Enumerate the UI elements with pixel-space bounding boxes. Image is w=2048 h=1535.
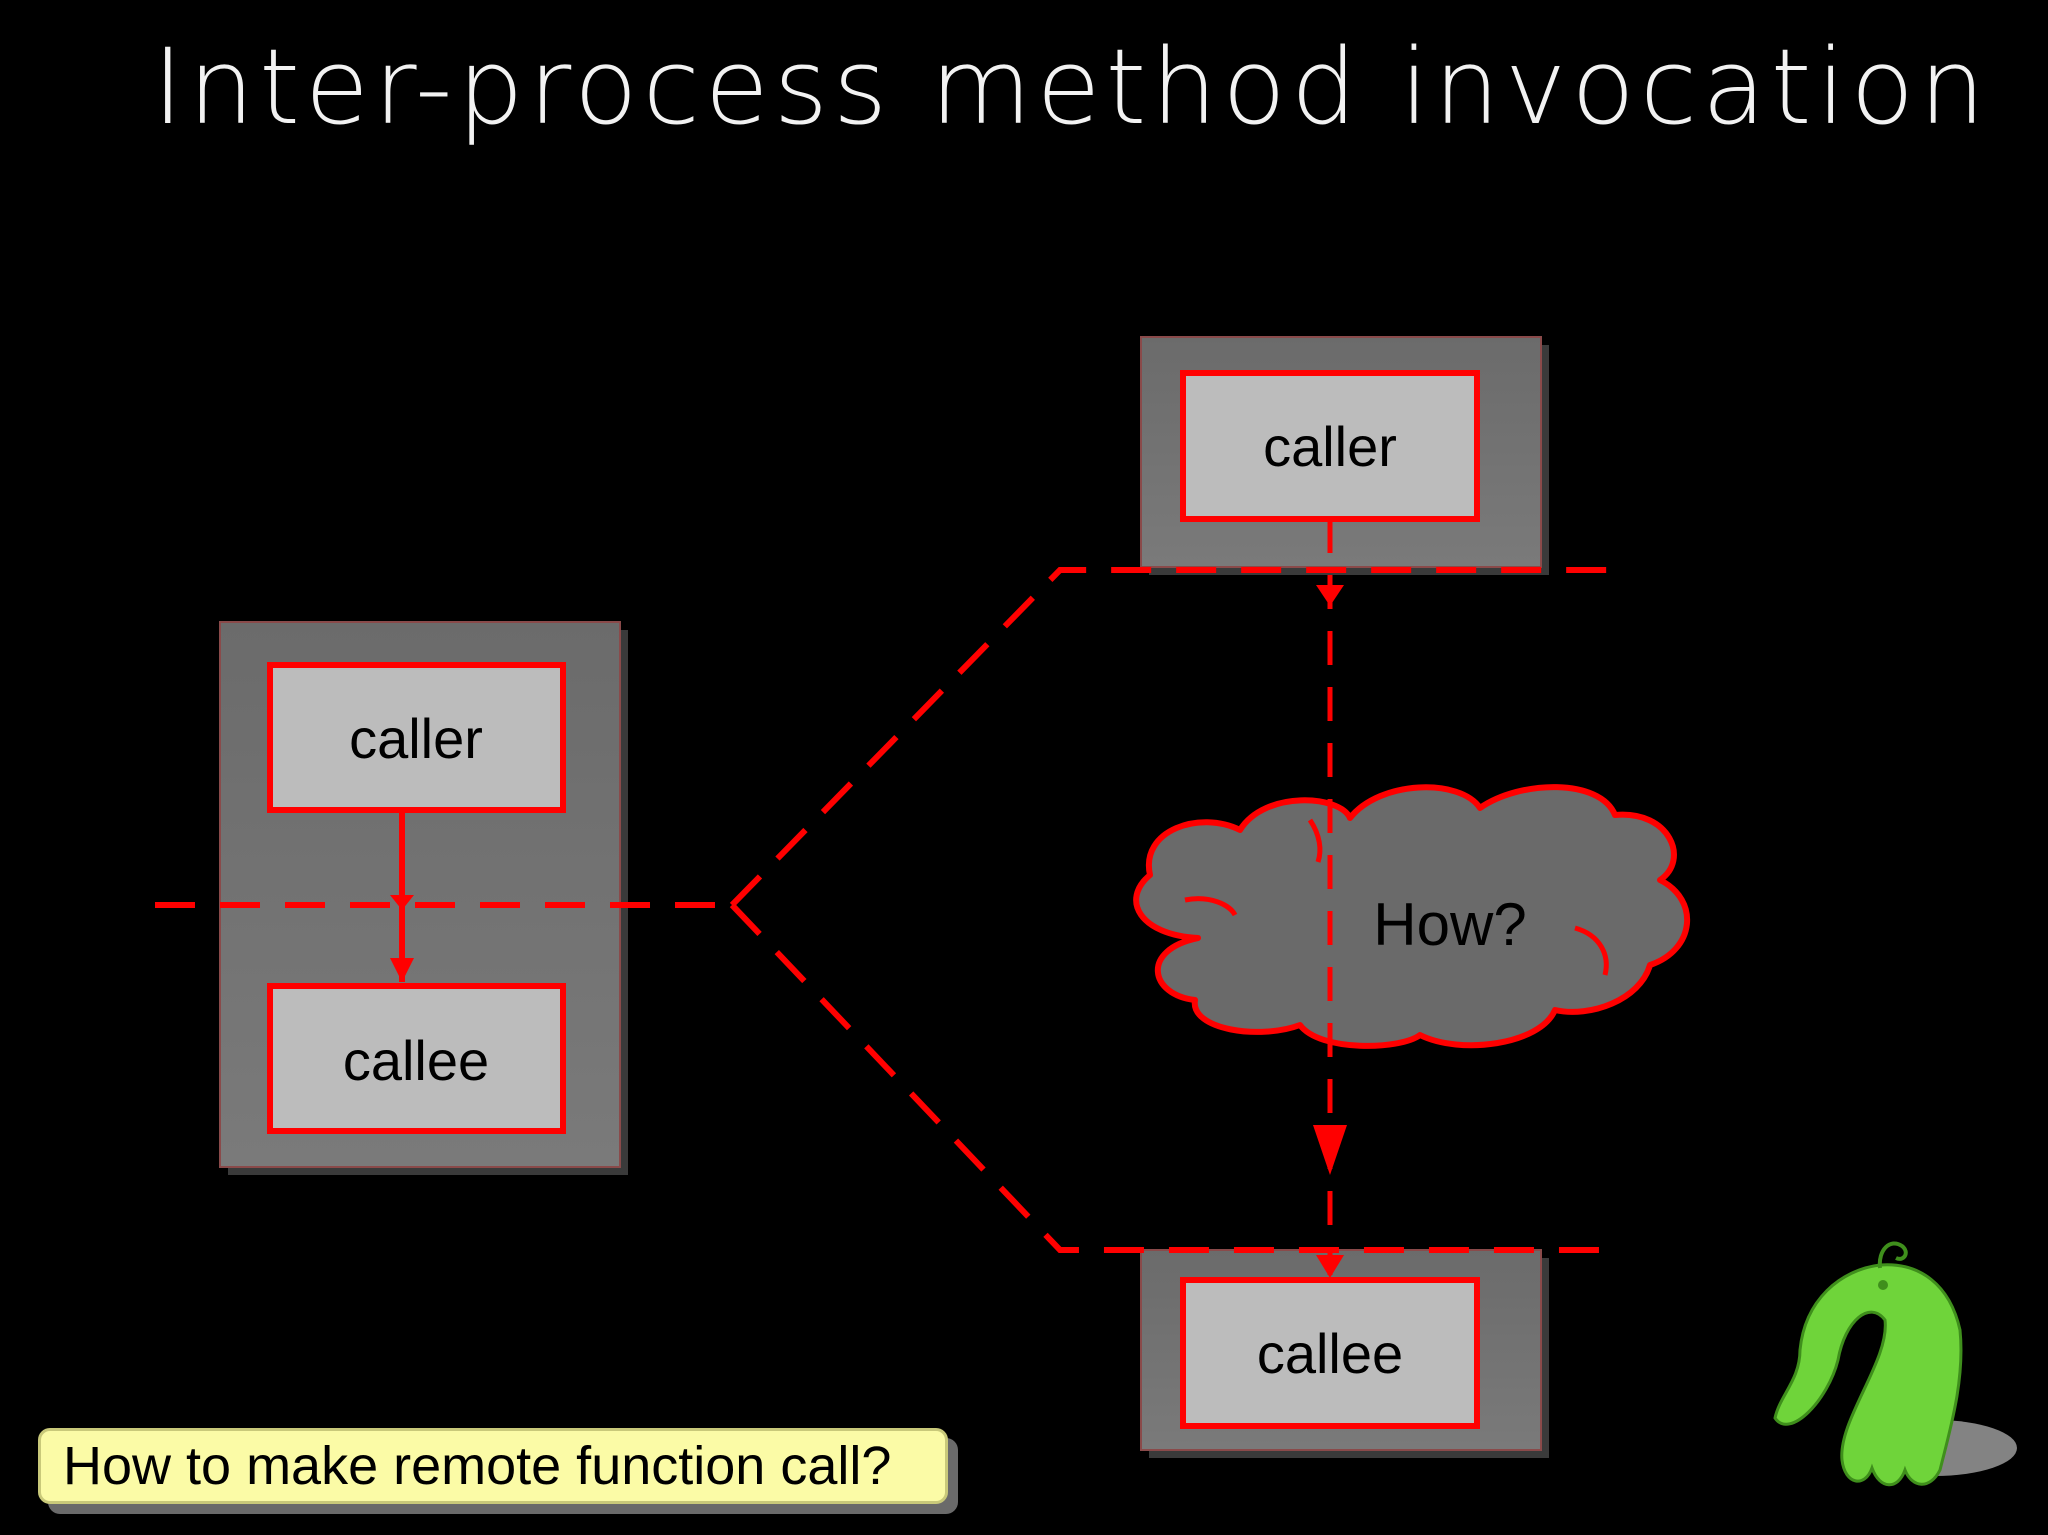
network-cloud: How? xyxy=(1133,784,1690,1049)
zoom-lower-edge xyxy=(729,902,1620,1253)
remote-arrowhead-bottom xyxy=(1316,1255,1344,1278)
slide-title: Inter-process method invocation xyxy=(152,26,1990,148)
local-callee-label: callee xyxy=(343,1029,489,1092)
zoom-upper-edge xyxy=(729,567,1620,908)
local-caller-node: caller xyxy=(267,662,566,813)
remote-call-path xyxy=(1313,519,1347,1278)
local-call-midpoint-marker xyxy=(390,895,414,910)
remote-caller-label: caller xyxy=(1263,415,1397,478)
local-process: caller callee xyxy=(219,621,628,1175)
remote-arrowhead-top xyxy=(1316,585,1344,606)
remote-caller-process: caller xyxy=(1140,336,1549,575)
question-callout: How to make remote function call? xyxy=(38,1428,948,1504)
local-callee-node: callee xyxy=(267,983,566,1134)
cloud-label: How? xyxy=(1373,891,1526,958)
green-ghost-mascot-icon xyxy=(1773,1241,2017,1487)
remote-callee-label: callee xyxy=(1257,1322,1403,1385)
remote-arrowhead-middle xyxy=(1313,1125,1347,1175)
remote-callee-process: callee xyxy=(1140,1249,1549,1458)
process-boundaries xyxy=(155,567,1620,1253)
cloud-shape xyxy=(1133,784,1690,1049)
local-caller-label: caller xyxy=(349,707,483,770)
